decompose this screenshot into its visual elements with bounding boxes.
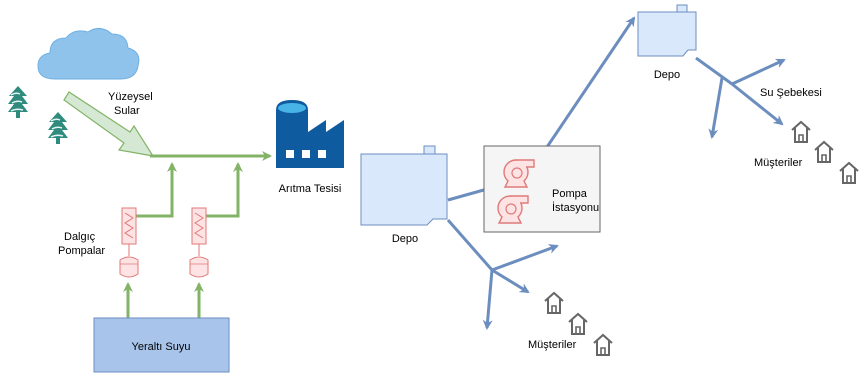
water-network-label: Su Şebekesi	[760, 87, 822, 99]
factory-icon	[276, 100, 344, 168]
treatment-plant-label: Arıtma Tesisi	[279, 183, 342, 195]
tree-icon	[7, 85, 29, 119]
green-flow-lines	[123, 151, 272, 318]
house-icon	[814, 141, 834, 163]
house-icon	[791, 121, 811, 143]
tank-right	[637, 4, 697, 57]
cloud-icon	[37, 28, 140, 80]
customers-bottom-label: Müşteriler	[528, 339, 577, 351]
tank-left	[360, 145, 448, 226]
blue-flow-lines	[446, 16, 786, 330]
house-icon	[568, 313, 588, 335]
groundwater-box	[93, 317, 230, 373]
pump-station-label: Pompa İstasyonu	[552, 188, 599, 214]
pump-station-box	[483, 145, 601, 233]
submersible-pumps-label: Dalgıç Pompalar	[58, 231, 105, 257]
house-icon	[593, 334, 613, 356]
tank-right-label: Depo	[654, 69, 680, 81]
house-icon	[839, 162, 859, 184]
groundwater-label: Yeraltı Suyu	[132, 341, 191, 353]
customers-right-label: Müşteriler	[754, 157, 803, 169]
pump-icon	[119, 207, 139, 278]
tank-left-label: Depo	[392, 233, 418, 245]
surface-water-arrow	[63, 91, 155, 157]
tree-icon	[47, 111, 69, 145]
pump-icon	[189, 207, 209, 278]
surface-water-label: Yüzeysel Sular	[108, 91, 156, 117]
house-icon	[544, 292, 564, 314]
